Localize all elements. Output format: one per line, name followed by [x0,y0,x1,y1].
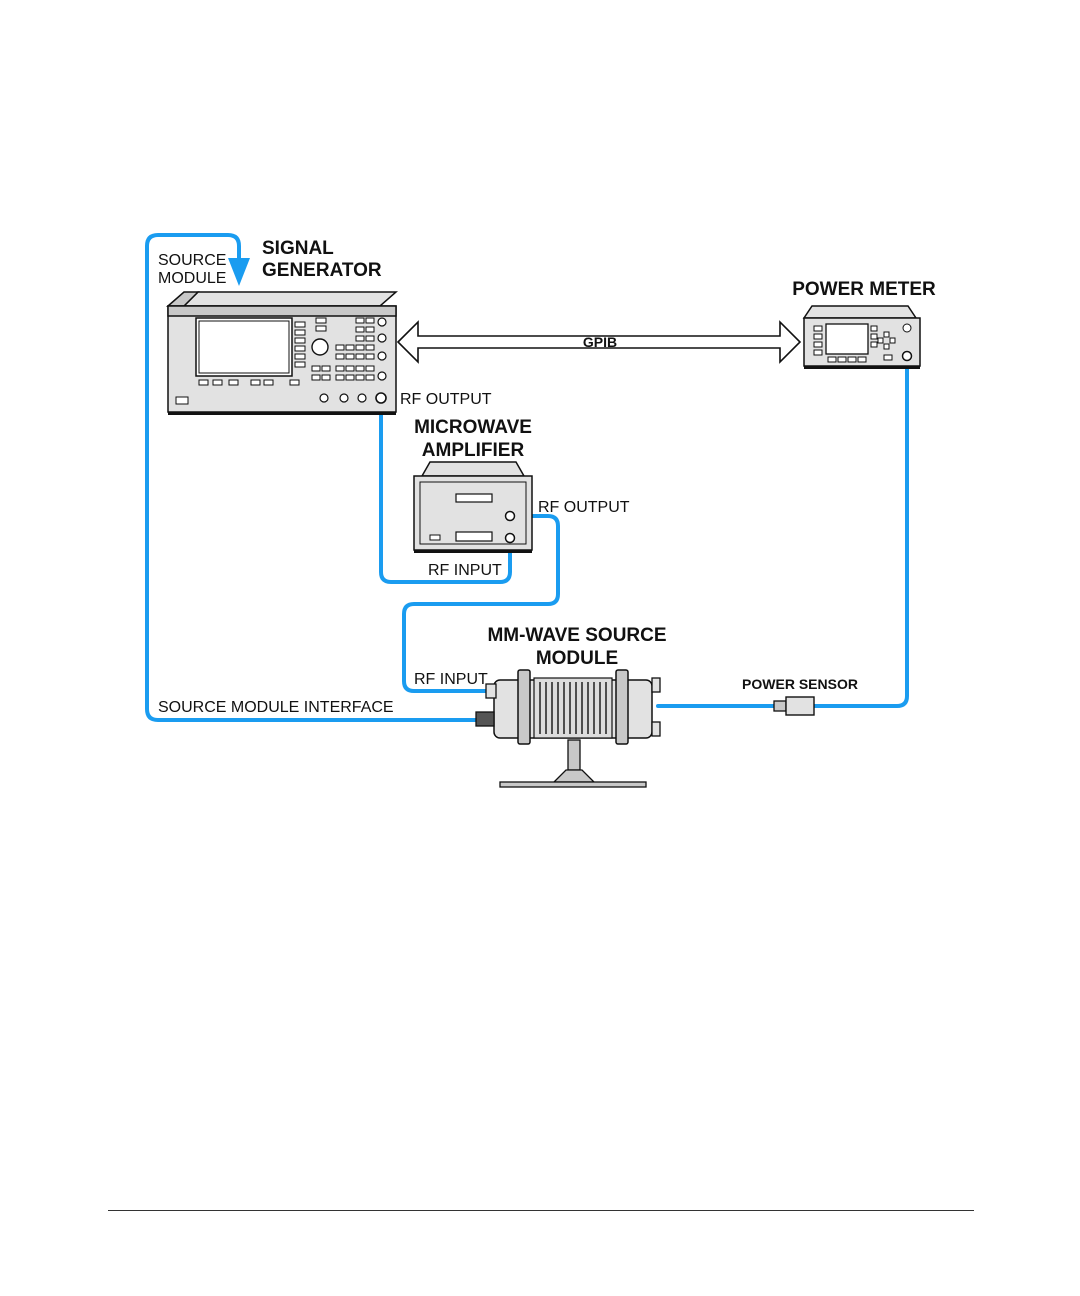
microwave-amplifier-label-2: AMPLIFIER [422,440,525,461]
power-meter-label: POWER METER [792,279,936,300]
mm-wave-module-icon [476,670,660,787]
source-module-port-label-1: SOURCE [158,252,226,269]
mm-rf-input-label: RF INPUT [414,671,488,688]
gpib-label: GPIB [583,334,617,350]
amp-rf-input-label: RF INPUT [428,562,502,579]
signal-generator-label-2: GENERATOR [262,260,382,281]
sg-rf-output-port [376,393,386,403]
source-module-port-label-2: MODULE [158,270,226,287]
power-sensor-label: POWER SENSOR [742,676,858,692]
signal-generator-icon [168,292,396,415]
source-module-arrowhead [228,258,250,286]
microwave-amplifier-icon [414,462,532,553]
signal-generator-label-1: SIGNAL [262,238,334,259]
mm-wave-module-label-2: MODULE [536,648,618,669]
sg-rf-output-label: RF OUTPUT [400,391,492,408]
footer-divider [108,1210,974,1211]
microwave-amplifier-label-1: MICROWAVE [414,417,532,438]
power-meter-icon [804,306,920,369]
sensor-to-power-meter-cable [814,356,907,706]
source-module-interface-label: SOURCE MODULE INTERFACE [158,699,394,716]
amp-rf-output-label: RF OUTPUT [538,499,630,516]
mm-wave-module-label-1: MM-WAVE SOURCE [487,625,666,646]
power-sensor-icon [774,697,814,715]
